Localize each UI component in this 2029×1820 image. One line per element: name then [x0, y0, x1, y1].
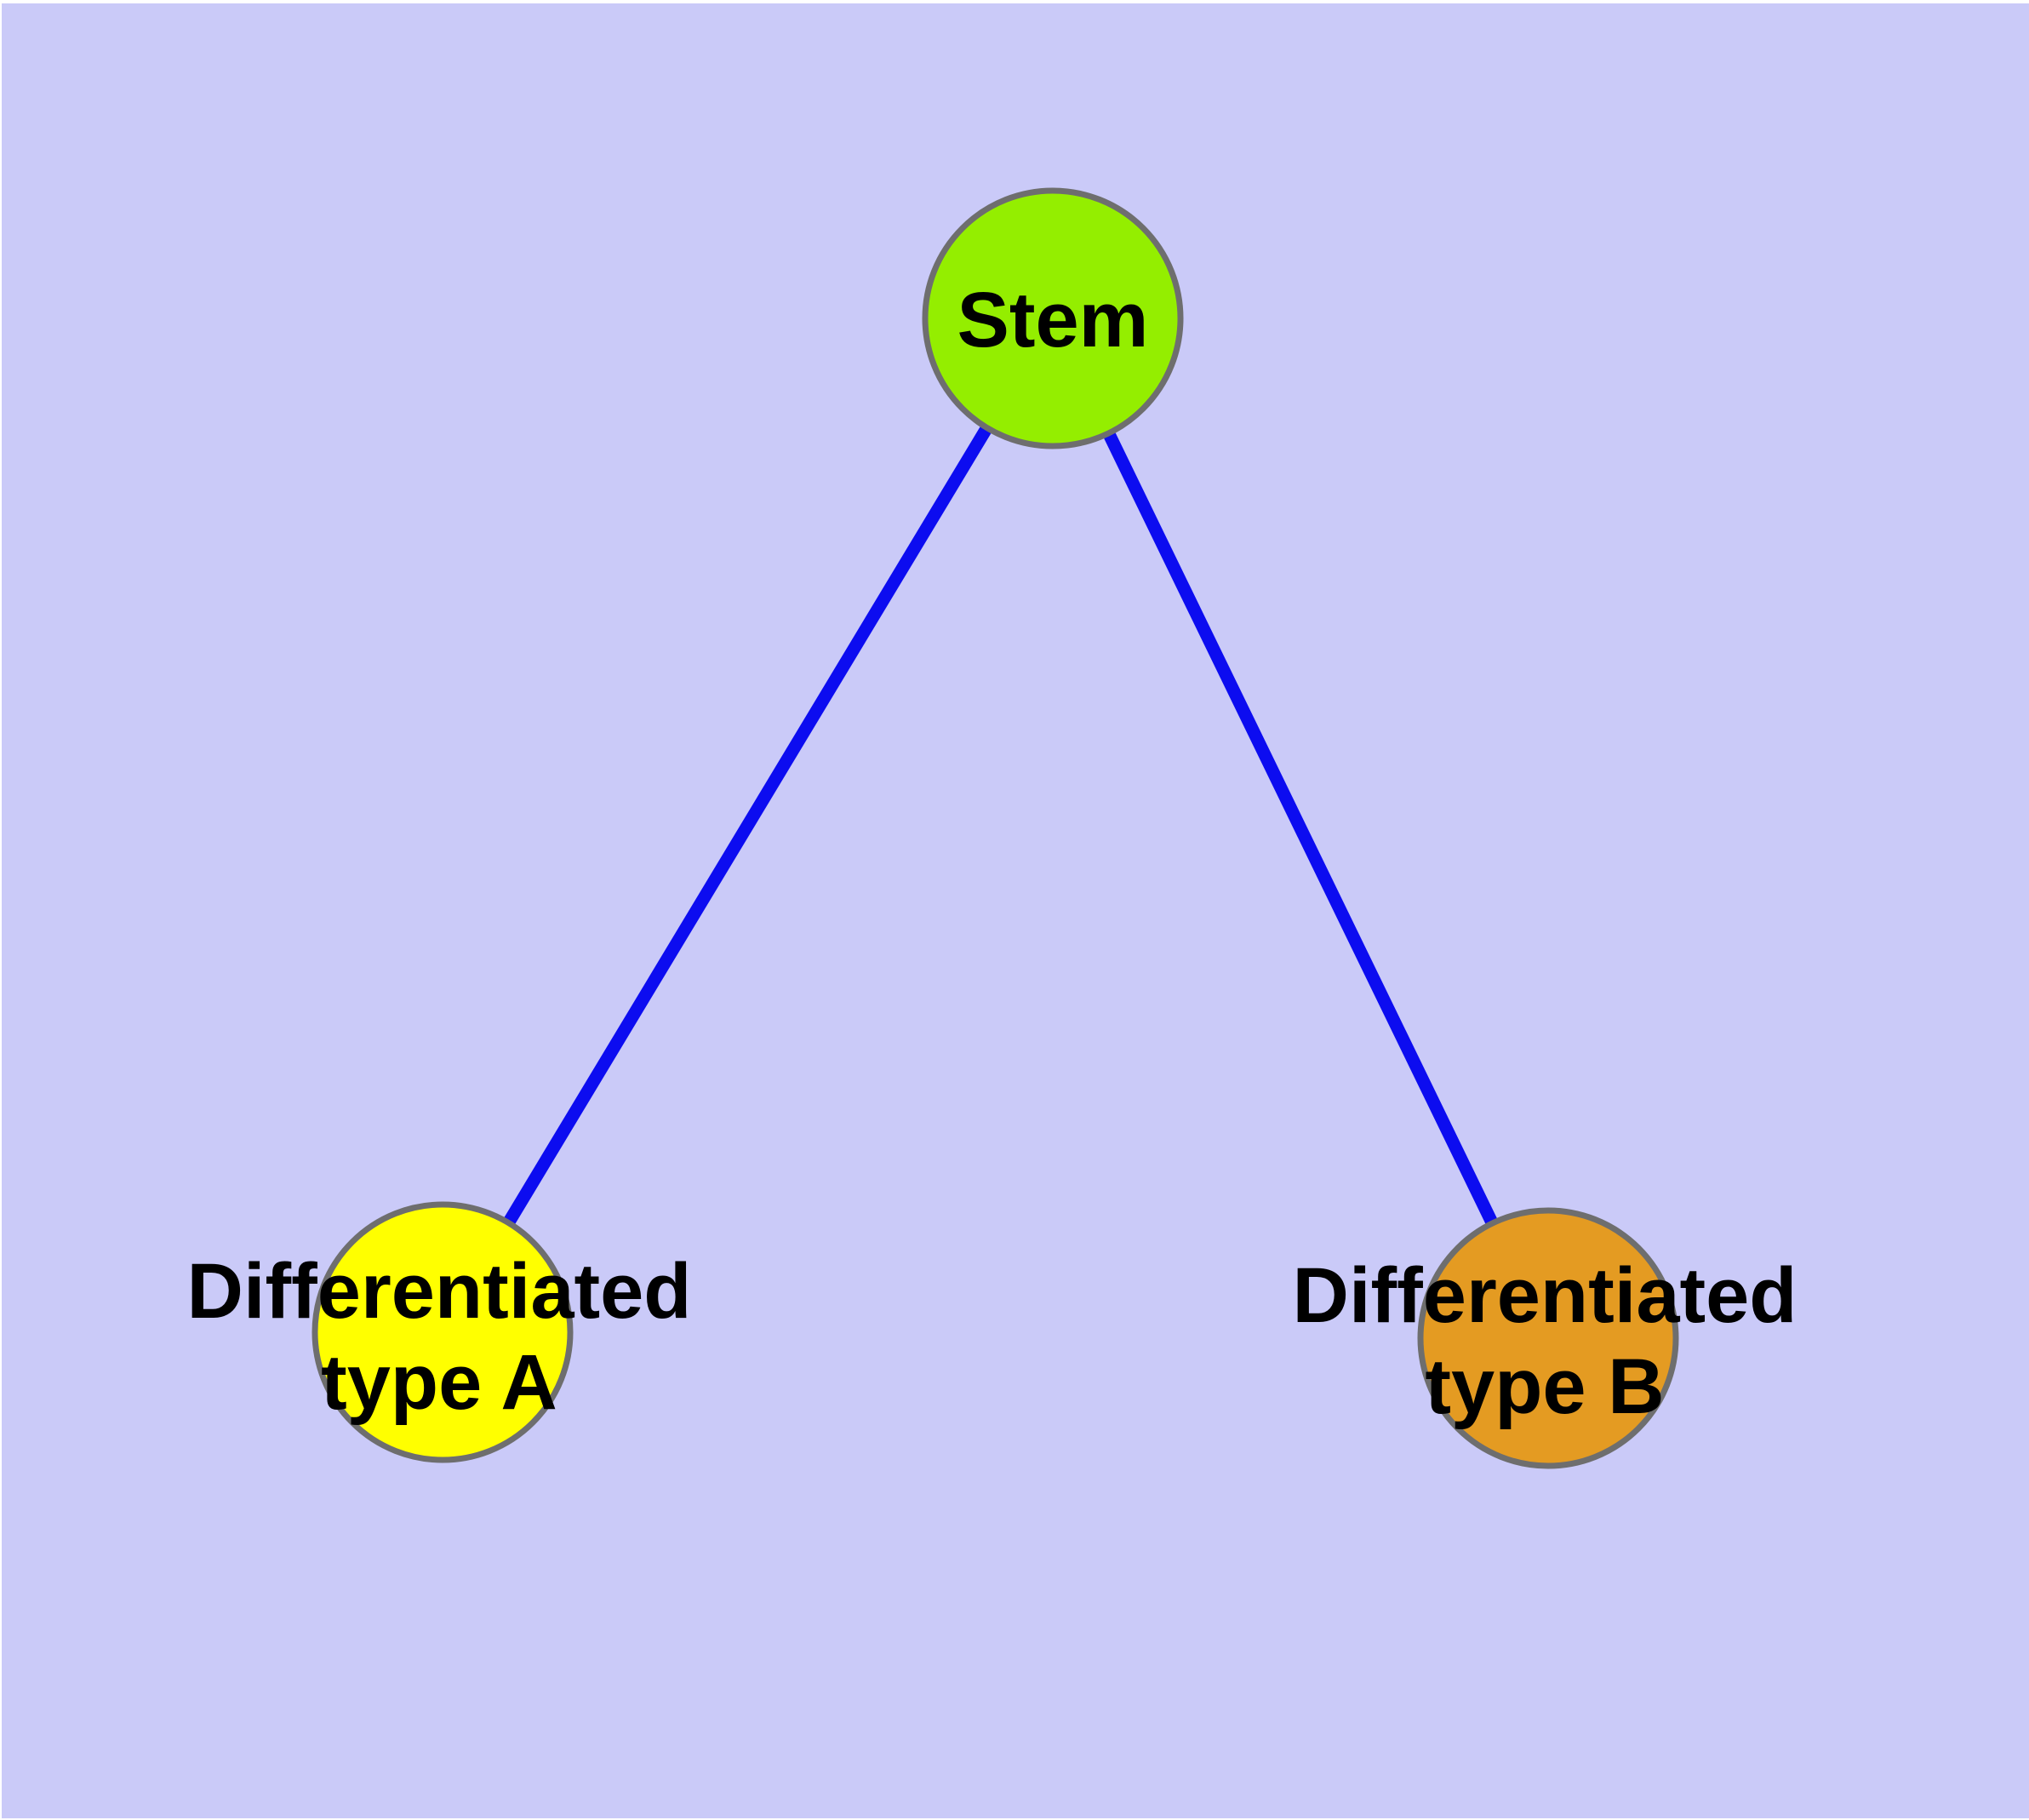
- node-stem-label: Stem: [957, 277, 1149, 363]
- node-type-b-label-line2: type B: [1425, 1343, 1664, 1430]
- node-type-b-circle: [1417, 1207, 1679, 1469]
- node-type-b-label-line1: Differentiated: [1293, 1252, 1798, 1339]
- node-type-a-label-line1: Differentiated: [187, 1248, 692, 1335]
- node-type-a-circle: [311, 1201, 574, 1463]
- edges: [437, 315, 1554, 1342]
- nodes: [311, 187, 1679, 1469]
- node-stem-circle: [922, 187, 1184, 449]
- node-type-a-label-line2: type A: [321, 1339, 557, 1426]
- edge-stem-to-type-b: [1047, 315, 1554, 1342]
- edge-stem-to-type-a: [437, 315, 1059, 1336]
- node-labels: Stem Differentiated type A Differentiate…: [187, 277, 1798, 1430]
